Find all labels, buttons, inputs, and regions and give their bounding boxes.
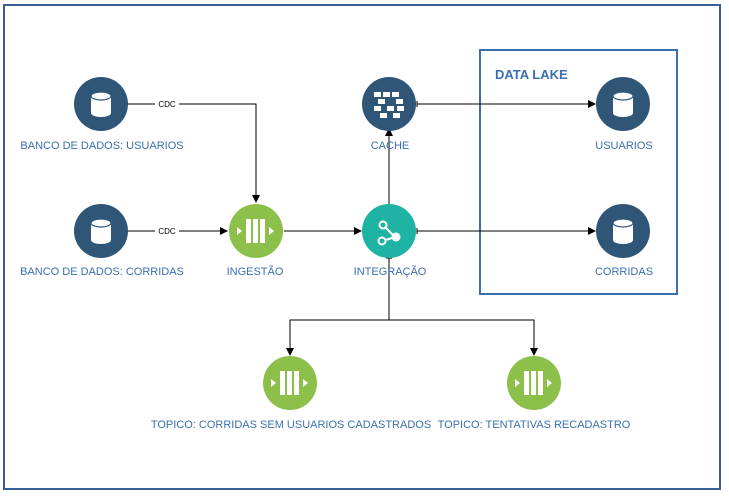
integration-icon[interactable] [362,204,416,258]
node-label-cache: CACHE [370,140,410,152]
database-icon[interactable] [596,204,650,258]
data-lake-title: DATA LAKE [495,67,568,82]
edge-label-cdc: CDC [158,100,176,109]
data-lake-container [479,49,678,295]
node-label-topico-sem-cadastro: TOPICO: CORRIDAS SEM USUARIOS CADASTRADO… [150,419,432,431]
edge-integracao-to-topico-recadastro [389,319,538,356]
edge-db-corridas-to-ingestao: CDC [127,226,228,236]
diagram-frame [3,4,721,490]
cache-icon[interactable] [362,77,416,131]
node-label-db-corridas: BANCO DE DADOS: CORRIDAS [20,266,184,278]
stream-icon[interactable] [507,356,561,410]
database-icon[interactable] [74,77,128,131]
edge-integracao-to-topico-sem-cadastro [286,258,390,356]
stream-icon[interactable] [229,204,283,258]
database-icon[interactable] [74,204,128,258]
edge-label-cdc: CDC [158,227,176,236]
node-label-integracao: INTEGRAÇÃO [353,266,427,278]
node-label-ingestao: INGESTÃO [226,266,284,278]
edge-db-usuarios-to-ingestao: CDC [127,99,260,203]
stream-icon[interactable] [263,356,317,410]
node-label-lake-usuarios: USUARIOS [595,140,653,152]
node-label-db-usuarios: BANCO DE DADOS: USUARIOS [20,140,184,152]
node-label-lake-corridas: CORRIDAS [594,266,654,278]
database-icon[interactable] [596,77,650,131]
node-label-topico-recadastro: TOPICO: TENTATIVAS RECADASTRO [437,419,631,431]
